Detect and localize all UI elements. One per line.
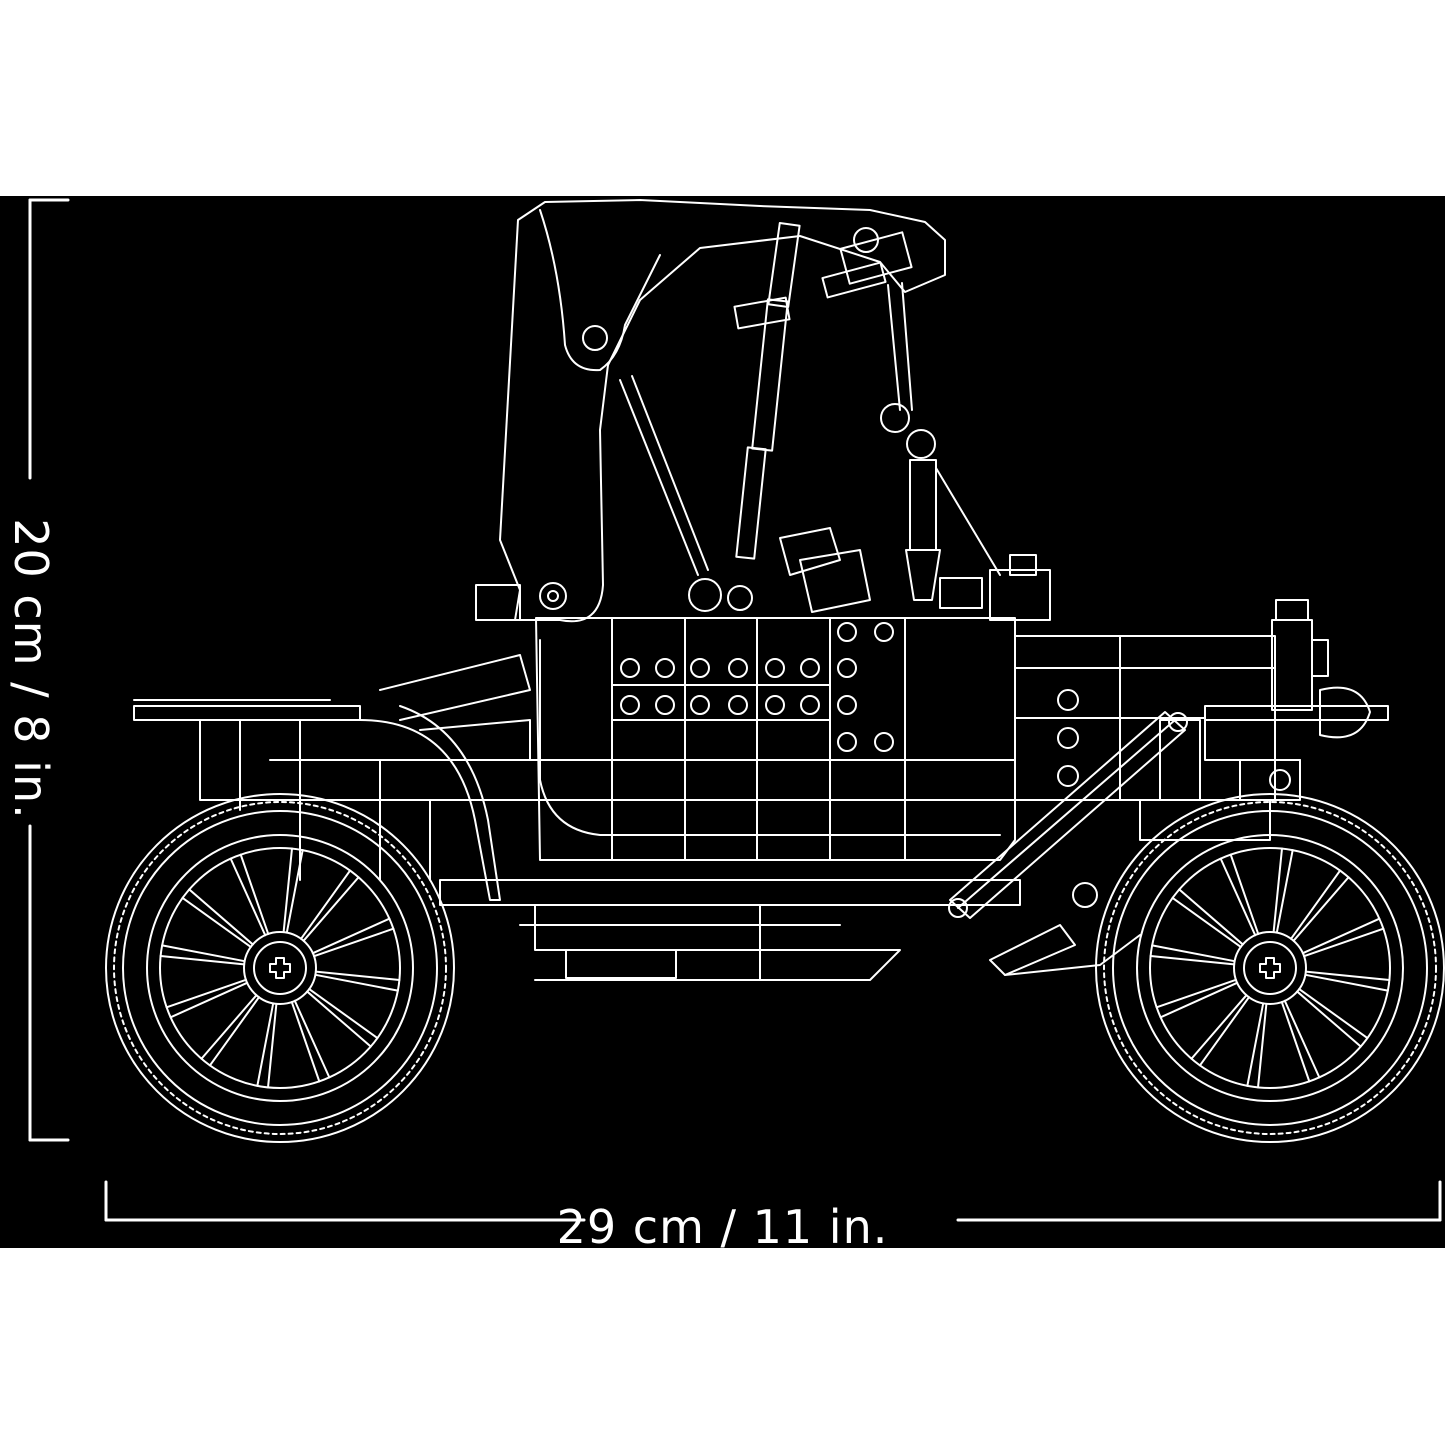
wheel-spoke: [282, 847, 293, 934]
wheel-spoke: [1275, 849, 1294, 934]
body-studs: [620, 622, 1079, 787]
width-dimension-bracket: [104, 1180, 1442, 1222]
wheel-spoke: [1298, 988, 1369, 1040]
wheel-spoke: [1229, 853, 1260, 935]
wheel-spoke: [208, 996, 260, 1067]
wheel-spoke: [161, 944, 246, 963]
wheel-spoke: [239, 853, 270, 935]
wheel-spoke: [314, 973, 399, 992]
wheel-spoke: [311, 917, 391, 955]
steering-column: [948, 711, 1188, 976]
rear-wheel: [105, 793, 455, 1143]
wheel-spoke: [285, 849, 304, 934]
wheel-spoke: [181, 896, 252, 948]
wheel-spoke: [290, 1001, 321, 1083]
wheel-spoke: [1159, 981, 1239, 1019]
engine-hood: [939, 554, 1389, 841]
wheel-spoke: [300, 869, 352, 940]
rear-deck: [133, 654, 541, 901]
height-dimension-bracket: [28, 198, 70, 1142]
wheel-spoke: [1303, 927, 1385, 958]
chassis: [439, 879, 1021, 981]
wheel-spoke: [1304, 973, 1389, 992]
wheel-spoke: [1292, 876, 1350, 942]
wheel-spoke: [229, 857, 267, 937]
wheel-spoke: [1155, 978, 1237, 1009]
wheel-spoke: [308, 988, 379, 1040]
wheel-spoke: [314, 970, 401, 981]
wheel-spoke: [1290, 869, 1342, 940]
wheel-spoke: [1149, 955, 1236, 966]
height-dimension-label: 20 cm / 8 in.: [4, 518, 58, 820]
wheel-spoke: [188, 888, 254, 946]
convertible-roof: [475, 199, 946, 623]
wheel-spoke: [302, 876, 360, 942]
wheel-spoke: [1198, 996, 1250, 1067]
wheel-spoke: [159, 955, 246, 966]
wheel-spoke: [1301, 917, 1381, 955]
wheel-spoke: [1246, 1002, 1265, 1087]
front-wheel: [1095, 793, 1445, 1143]
wheel-spoke: [1190, 994, 1248, 1060]
width-dimension-label: 29 cm / 11 in.: [556, 1200, 889, 1254]
wheel-spoke: [1280, 1001, 1311, 1083]
wheel-spoke: [1304, 970, 1391, 981]
wheel-spoke: [1272, 847, 1283, 934]
car-body: [535, 617, 1016, 861]
wheel-spoke: [200, 994, 258, 1060]
wheel-spoke: [1219, 857, 1257, 937]
roof-struts: [619, 222, 1001, 613]
wheel-spoke: [165, 978, 247, 1009]
wheel-spoke: [306, 990, 372, 1048]
wheel-spoke: [293, 999, 331, 1079]
wheel-spoke: [1171, 896, 1242, 948]
wheel-spoke: [1257, 1002, 1268, 1089]
wheel-spoke: [1296, 990, 1362, 1048]
wheel-spoke: [1283, 999, 1321, 1079]
wheel-spoke: [1151, 944, 1236, 963]
wheel-spoke: [313, 927, 395, 958]
wheel-spoke: [256, 1002, 275, 1087]
wheel-spoke: [1178, 888, 1244, 946]
wheel-spoke: [169, 981, 249, 1019]
wheel-spoke: [267, 1002, 278, 1089]
